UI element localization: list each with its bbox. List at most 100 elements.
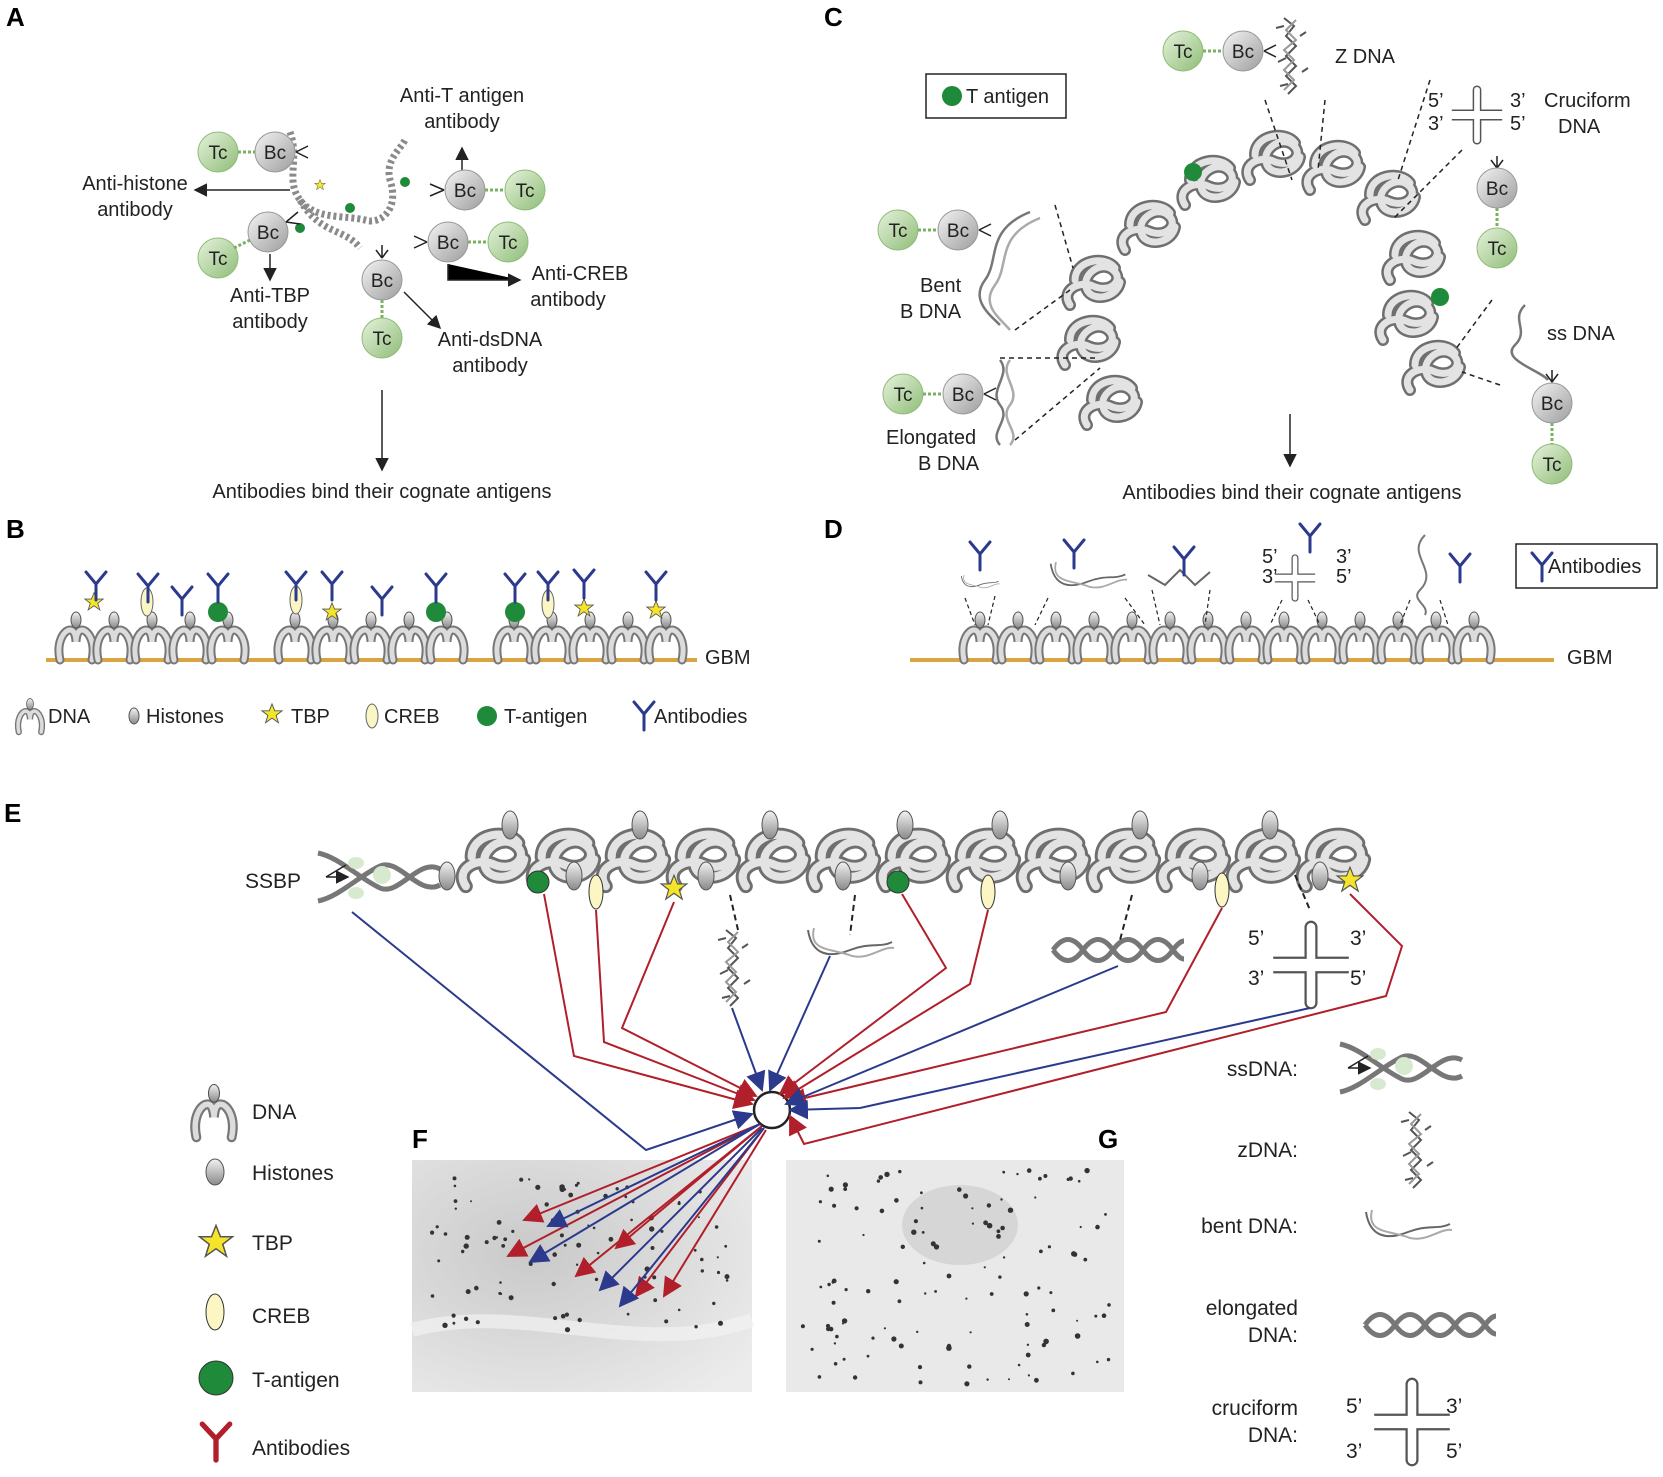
elongated-dna-strand bbox=[995, 359, 1005, 446]
silver-grain bbox=[920, 1206, 924, 1210]
silver-grain bbox=[496, 1220, 502, 1225]
silver-grain bbox=[511, 1229, 515, 1233]
svg-text:bent DNA:: bent DNA: bbox=[1201, 1215, 1298, 1238]
silver-grain bbox=[1027, 1374, 1030, 1377]
silver-grain bbox=[946, 1345, 952, 1351]
silver-grain bbox=[437, 1259, 441, 1263]
silver-grain bbox=[1077, 1179, 1081, 1183]
silver-grain bbox=[934, 1290, 937, 1293]
silver-grain bbox=[563, 1243, 567, 1247]
silver-grain bbox=[535, 1184, 541, 1190]
svg-text:T-antigen: T-antigen bbox=[504, 706, 587, 728]
silver-grain bbox=[1074, 1333, 1081, 1339]
svg-text:Tc: Tc bbox=[1543, 455, 1562, 476]
silver-grain bbox=[577, 1317, 582, 1323]
silver-grain bbox=[649, 1226, 655, 1232]
silver-grain bbox=[454, 1207, 457, 1210]
silver-grain bbox=[893, 1279, 899, 1285]
silver-grain bbox=[826, 1326, 831, 1332]
silver-grain bbox=[442, 1322, 448, 1329]
silver-grain bbox=[718, 1320, 723, 1326]
silver-grain bbox=[1034, 1196, 1037, 1199]
silver-grain bbox=[819, 1285, 823, 1289]
silver-grain bbox=[528, 1178, 531, 1181]
antibodies-key-box bbox=[1515, 543, 1658, 589]
silver-grain bbox=[986, 1378, 989, 1381]
t-antigen-key-icon bbox=[942, 86, 962, 106]
svg-text:3’: 3’ bbox=[1350, 927, 1366, 950]
chromatin-arc bbox=[1062, 136, 1460, 425]
svg-text:Bc: Bc bbox=[1486, 179, 1508, 200]
silver-grain bbox=[465, 1289, 471, 1295]
anti-t-label-1: Anti-T antigen bbox=[400, 85, 524, 107]
svg-text:3’: 3’ bbox=[1262, 566, 1278, 588]
tc-label: Tc bbox=[209, 143, 228, 164]
silver-grain bbox=[452, 1176, 457, 1181]
t-antigen-icon bbox=[477, 706, 497, 726]
cruciform-icon bbox=[1373, 1377, 1451, 1467]
silver-grain bbox=[503, 1237, 508, 1242]
svg-text:cruciform: cruciform bbox=[1212, 1397, 1298, 1420]
svg-text:T-antigen: T-antigen bbox=[252, 1369, 340, 1392]
panel-c: C T antigen Tc Bc Z DNA 5’ 3’ 3’ 5’ Cruc… bbox=[824, 2, 1631, 504]
legend-e: DNA Histones TBP CREB T-antigen Antibodi… bbox=[195, 1085, 350, 1461]
silver-grain bbox=[969, 1331, 972, 1334]
silver-grain bbox=[831, 1278, 837, 1284]
silver-grain bbox=[575, 1263, 579, 1266]
silver-grain bbox=[630, 1218, 633, 1222]
svg-text:Bc: Bc bbox=[437, 233, 459, 254]
chromatin-row-b bbox=[59, 612, 683, 660]
cruciform-e bbox=[1272, 920, 1350, 1010]
silver-grain bbox=[660, 1229, 664, 1233]
silver-grain bbox=[492, 1235, 497, 1241]
silver-grain bbox=[852, 1375, 858, 1380]
elongated-dna-e bbox=[1053, 940, 1184, 961]
silver-grain bbox=[551, 1281, 556, 1287]
silver-grain bbox=[615, 1187, 619, 1191]
silver-grain bbox=[560, 1313, 566, 1319]
cruciform-label-1: Cruciform bbox=[1544, 90, 1631, 112]
svg-text:3’: 3’ bbox=[1446, 1395, 1462, 1418]
silver-grain bbox=[898, 1343, 904, 1349]
silver-grain bbox=[810, 1347, 814, 1351]
silver-grain bbox=[499, 1281, 502, 1284]
silver-grain bbox=[841, 1322, 844, 1325]
silver-grain bbox=[1025, 1313, 1029, 1316]
svg-text:DNA: DNA bbox=[48, 706, 91, 728]
anti-creb-pair: Bc Tc bbox=[413, 221, 529, 263]
silver-grain bbox=[1034, 1377, 1039, 1383]
svg-text:Tc: Tc bbox=[1174, 42, 1193, 63]
panel-a-bind-caption: Antibodies bind their cognate antigens bbox=[212, 481, 551, 503]
silver-grain bbox=[1024, 1322, 1030, 1327]
silver-grain bbox=[461, 1249, 465, 1254]
bent-pair: Tc Bc bbox=[877, 209, 992, 251]
creb-e2 bbox=[980, 874, 996, 910]
silver-grain bbox=[879, 1208, 885, 1214]
silver-grain bbox=[842, 1182, 849, 1188]
panel-a: A Tc Bc Anti-histone antibody Anti-T ant… bbox=[6, 2, 628, 503]
silver-grain bbox=[897, 1299, 902, 1304]
chromatin-branch bbox=[296, 198, 363, 251]
silver-grain bbox=[946, 1273, 952, 1279]
silver-grain bbox=[878, 1175, 883, 1180]
silver-grain bbox=[714, 1225, 719, 1229]
anti-dsdna-pair: Bc Tc bbox=[361, 245, 403, 359]
silver-grain bbox=[608, 1236, 614, 1242]
silver-grain bbox=[833, 1342, 837, 1345]
silver-grain bbox=[452, 1321, 456, 1325]
ss-dna-strand bbox=[1510, 304, 1549, 381]
svg-text:Tc: Tc bbox=[1488, 239, 1507, 260]
ss-dna-pair: Bc Tc bbox=[1531, 370, 1573, 485]
silver-grain bbox=[920, 1191, 923, 1195]
svg-text:DNA:: DNA: bbox=[1248, 1324, 1298, 1347]
silver-grain bbox=[677, 1308, 681, 1312]
silver-grain bbox=[498, 1291, 502, 1295]
silver-grain bbox=[1049, 1291, 1053, 1295]
dna-icon bbox=[18, 699, 42, 733]
silver-grain bbox=[1000, 1225, 1005, 1231]
bent-label-2: B DNA bbox=[900, 301, 962, 323]
silver-grain bbox=[933, 1244, 940, 1250]
silver-grain bbox=[833, 1362, 838, 1366]
silver-grain bbox=[1026, 1343, 1030, 1347]
t-antigen-dot bbox=[1431, 288, 1449, 306]
